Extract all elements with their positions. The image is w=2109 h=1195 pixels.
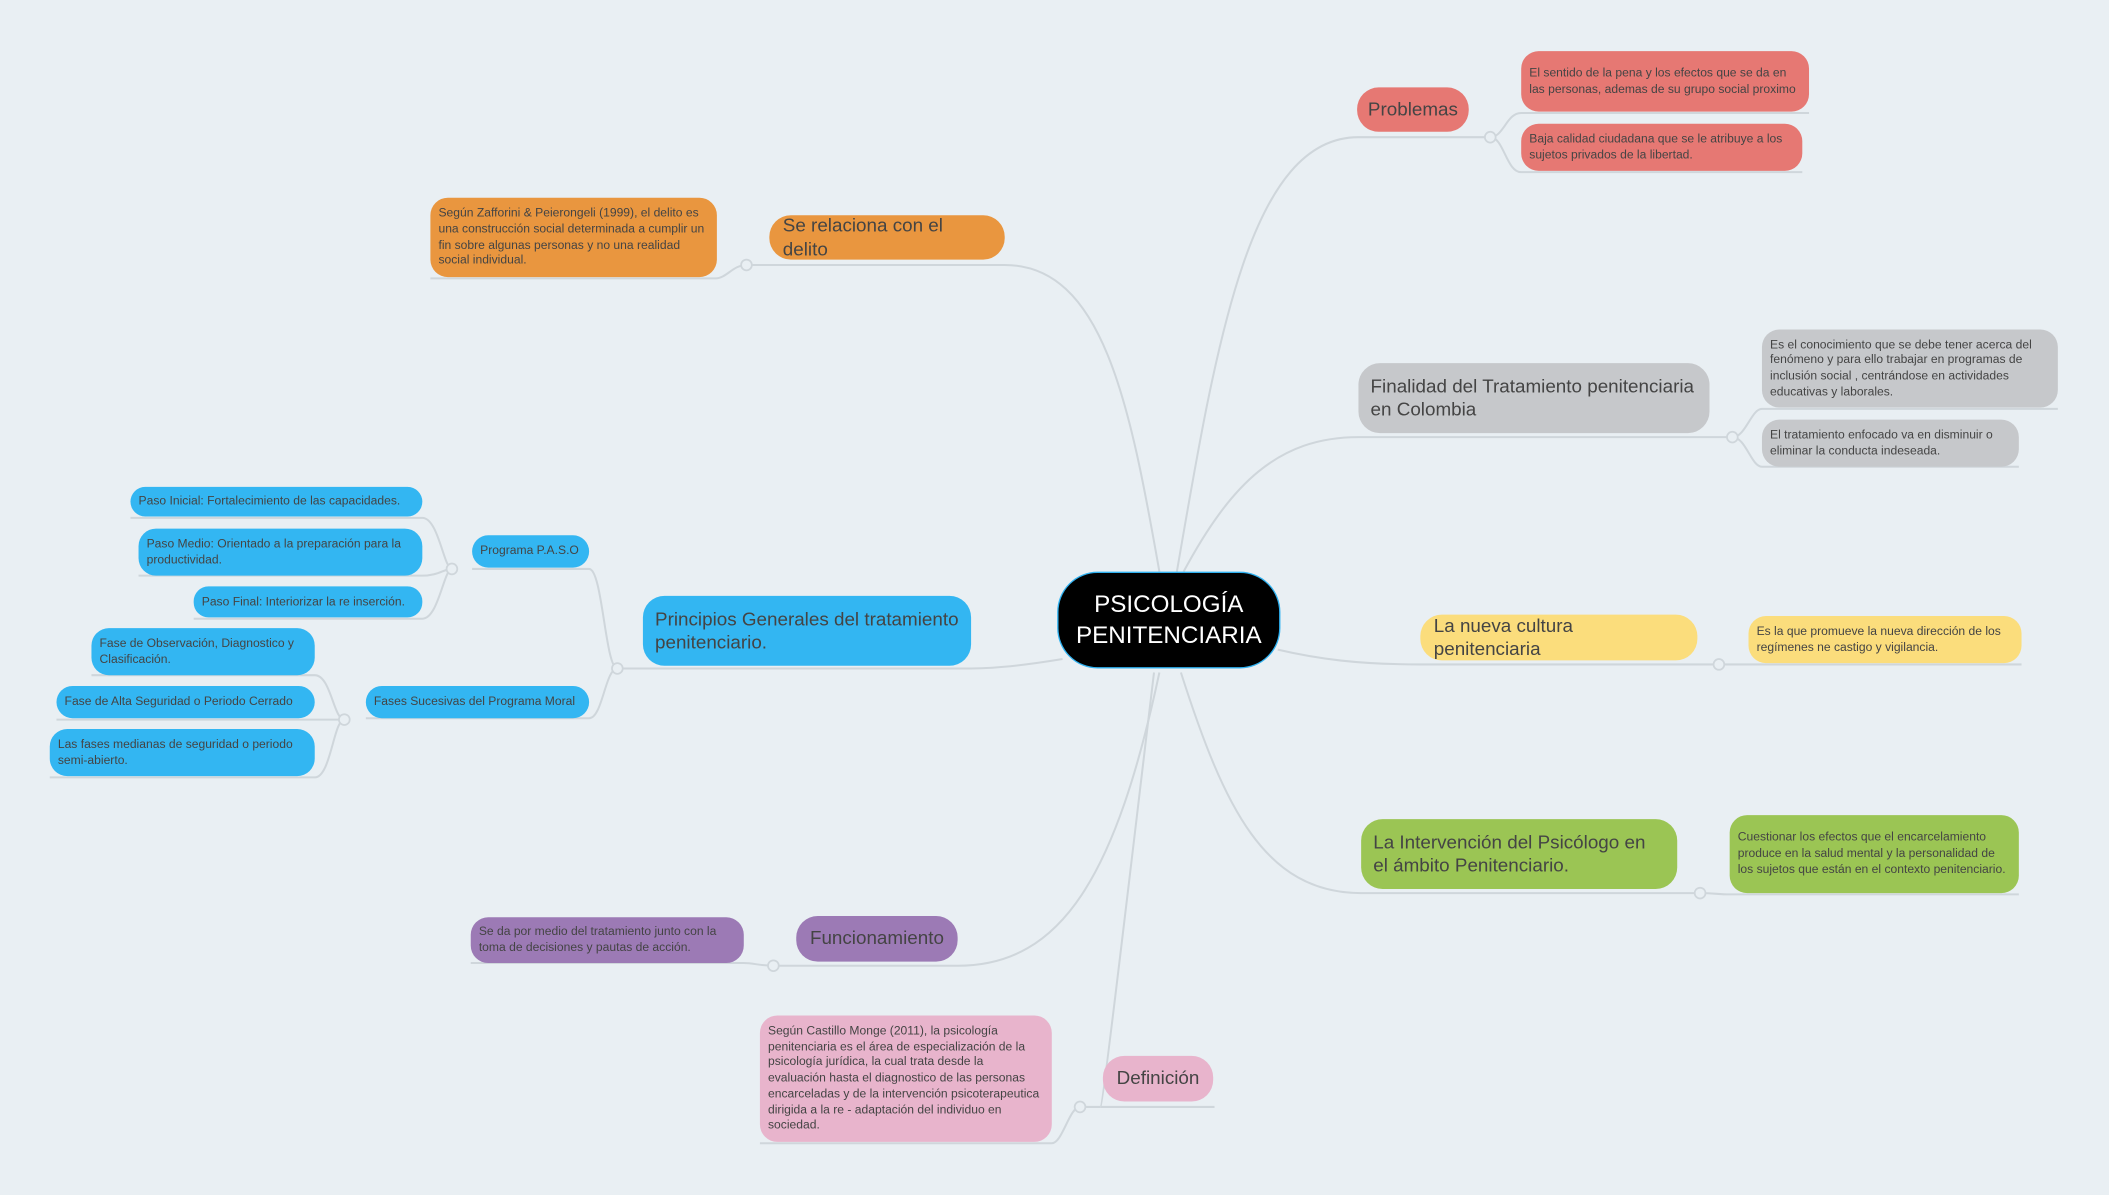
connector-intervencion xyxy=(1179,672,1701,895)
junction-delito xyxy=(740,258,753,272)
detail-text: Paso Inicial: Fortalecimiento de las cap… xyxy=(138,493,401,508)
detail-text: Se da por medio del tratamiento junto co… xyxy=(478,924,717,954)
connector-funcionamiento-d1 xyxy=(470,962,774,967)
branch-delito[interactable]: Se relaciona con el delito xyxy=(769,213,1005,260)
connector-finalidad xyxy=(1182,436,1733,573)
connector-funcionamiento xyxy=(773,672,1161,967)
connector-definicion xyxy=(1099,672,1215,1108)
junction-principios xyxy=(611,662,624,675)
detail-problemas-2[interactable]: Baja calidad ciudadana que se le atribuy… xyxy=(1521,123,1803,171)
branch-problemas[interactable]: Problemas xyxy=(1357,87,1469,132)
detail-paso-inicial[interactable]: Paso Inicial: Fortalecimiento de las cap… xyxy=(130,486,423,517)
junction-intervencion xyxy=(1693,886,1707,900)
detail-cultura-1[interactable]: Es la que promueve la nueva dirección de… xyxy=(1748,616,2022,664)
detail-text: Según Zafforini & Peierongeli (1999), el… xyxy=(438,205,705,267)
detail-delito-1[interactable]: Según Zafforini & Peierongeli (1999), el… xyxy=(430,197,717,278)
detail-text: Fase de Observación, Diagnostico y Clasi… xyxy=(99,635,294,666)
detail-paso-final[interactable]: Paso Final: Interiorizar la re inserción… xyxy=(193,586,423,618)
sub-branch-label: Fases Sucesivas del Programa Moral xyxy=(373,694,576,708)
detail-intervencion-1[interactable]: Cuestionar los efectos que el encarcelam… xyxy=(1729,815,2019,894)
detail-text: El sentido de la pena y los efectos que … xyxy=(1529,65,1796,95)
branch-label: Principios Generales del tratamiento pen… xyxy=(655,607,959,653)
detail-text: Es la que promueve la nueva dirección de… xyxy=(1756,623,2001,653)
branch-label: Se relaciona con el delito xyxy=(782,213,943,259)
junction-cultura xyxy=(1712,658,1726,671)
central-topic[interactable]: PSICOLOGÍA PENITENCIARIA xyxy=(1057,571,1281,669)
junction-programa xyxy=(445,562,459,576)
detail-text: Baja calidad ciudadana que se le atribuy… xyxy=(1529,131,1783,161)
branch-definicion[interactable]: Definición xyxy=(1102,1055,1214,1102)
connector-delito xyxy=(746,263,1161,572)
connector-intervencion-d1 xyxy=(1700,892,2019,896)
branch-label: La nueva cultura penitenciaria xyxy=(1433,613,1574,660)
branch-cultura[interactable]: La nueva cultura penitenciaria xyxy=(1420,613,1698,661)
branch-label: Definición xyxy=(1116,1066,1200,1089)
junction-definicion xyxy=(1073,1100,1087,1114)
central-topic-label: PSICOLOGÍA PENITENCIARIA xyxy=(1075,589,1262,649)
branch-principios[interactable]: Principios Generales del tratamiento pen… xyxy=(642,595,972,666)
sub-branch-label: Programa P.A.S.O xyxy=(480,543,579,558)
branch-label: Problemas xyxy=(1367,97,1458,120)
detail-fase-alta-seguridad[interactable]: Fase de Alta Seguridad o Periodo Cerrado xyxy=(56,685,315,719)
branch-intervencion[interactable]: La Intervención del Psicólogo en el ámbi… xyxy=(1361,819,1678,890)
detail-finalidad-2[interactable]: El tratamiento enfocado va en disminuir … xyxy=(1761,419,2019,467)
detail-problemas-1[interactable]: El sentido de la pena y los efectos que … xyxy=(1521,51,1810,112)
sub-branch-programa-paso[interactable]: Programa P.A.S.O xyxy=(472,535,590,568)
detail-text: Paso Medio: Orientado a la preparación p… xyxy=(146,536,401,566)
detail-text: Es el conocimiento que se debe tener ace… xyxy=(1770,337,2032,398)
connector-programa xyxy=(472,567,618,670)
branch-finalidad[interactable]: Finalidad del Tratamiento penitenciaria … xyxy=(1358,363,1710,434)
sub-branch-fases-sucesivas[interactable]: Fases Sucesivas del Programa Moral xyxy=(365,685,590,719)
detail-text: Fase de Alta Seguridad o Periodo Cerrado xyxy=(64,694,293,708)
connector-principios xyxy=(617,658,1063,670)
detail-finalidad-1[interactable]: Es el conocimiento que se debe tener ace… xyxy=(1761,329,2058,408)
detail-text: Cuestionar los efectos que el encarcelam… xyxy=(1737,830,2006,876)
detail-fases-medianas[interactable]: Las fases medianas de seguridad o period… xyxy=(49,728,315,777)
detail-text: Las fases medianas de seguridad o period… xyxy=(57,736,293,766)
detail-funcionamiento-1[interactable]: Se da por medio del tratamiento junto co… xyxy=(470,917,744,964)
detail-definicion-1[interactable]: Según Castillo Monge (2011), la psicolog… xyxy=(759,1015,1052,1142)
branch-label: La Intervención del Psicólogo en el ámbi… xyxy=(1373,830,1646,876)
branch-label: Finalidad del Tratamiento penitenciaria … xyxy=(1370,374,1695,420)
junction-funcionamiento xyxy=(767,959,780,972)
connector-problemas xyxy=(1175,136,1491,572)
detail-fase-observacion[interactable]: Fase de Observación, Diagnostico y Clasi… xyxy=(91,628,315,676)
junction-problemas xyxy=(1484,130,1497,144)
junction-finalidad xyxy=(1726,430,1739,444)
detail-text: El tratamiento enfocado va en disminuir … xyxy=(1770,427,1993,457)
branch-funcionamiento[interactable]: Funcionamiento xyxy=(796,915,958,962)
connector-cultura xyxy=(1277,648,1719,666)
junction-fases xyxy=(338,713,351,726)
detail-text: Paso Final: Interiorizar la re inserción… xyxy=(201,594,405,608)
detail-text: Según Castillo Monge (2011), la psicolog… xyxy=(767,1023,1040,1132)
detail-paso-medio[interactable]: Paso Medio: Orientado a la preparación p… xyxy=(138,528,423,576)
branch-label: Funcionamiento xyxy=(809,927,944,949)
